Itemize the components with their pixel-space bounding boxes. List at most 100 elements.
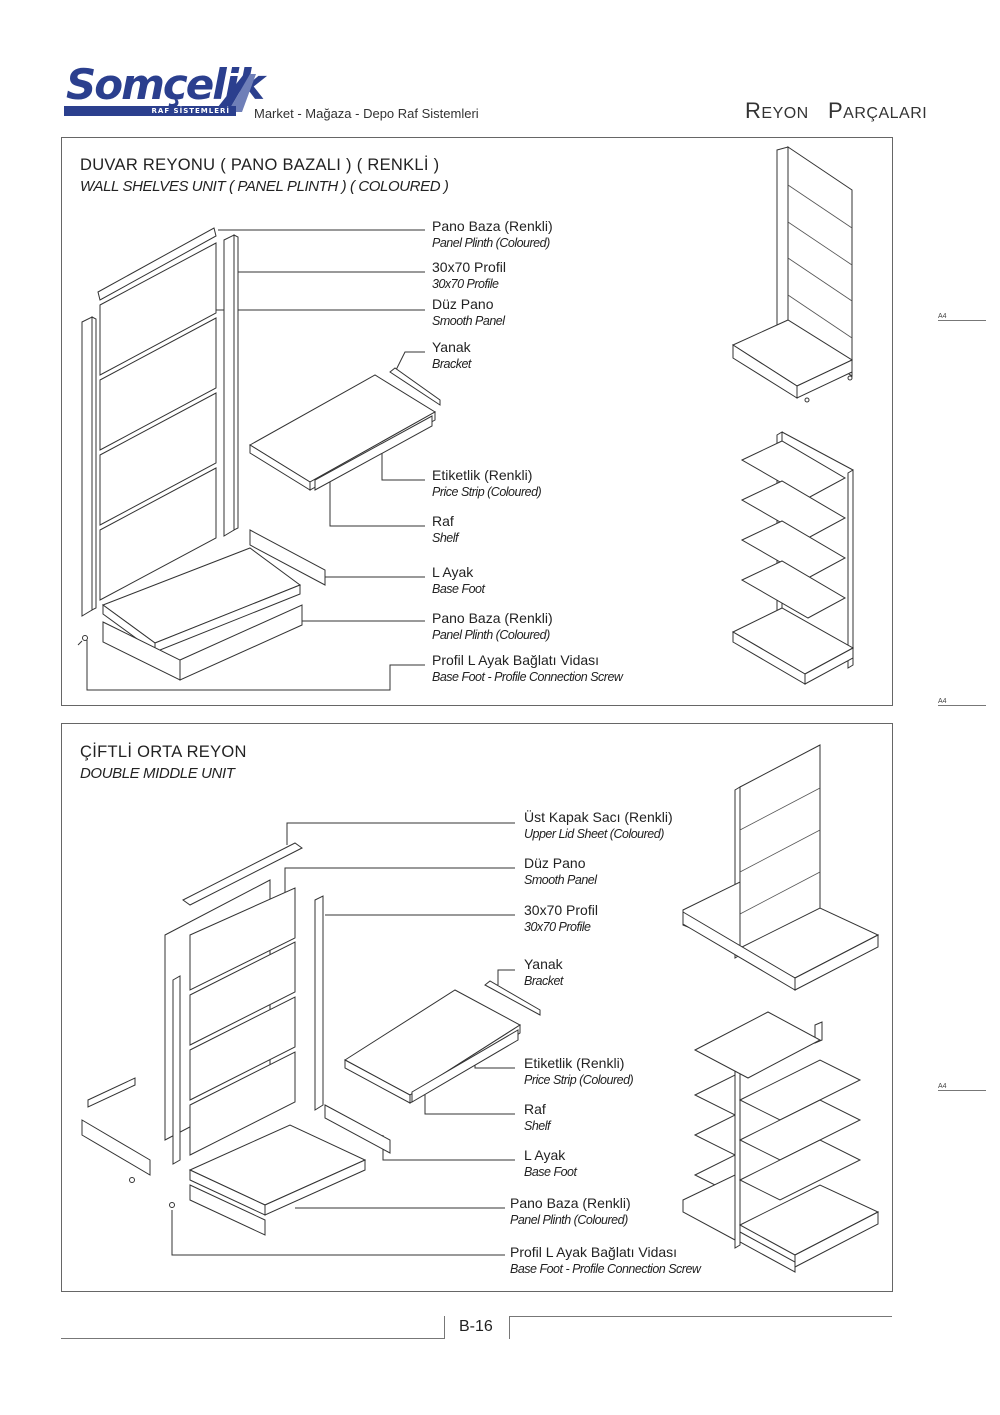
- side-tag: A4: [938, 698, 986, 706]
- upright-left: [81, 316, 97, 617]
- footer-divider-right: [509, 1316, 510, 1339]
- side-tag-label: A4: [938, 313, 947, 320]
- callout-label: L Ayak Base Foot: [432, 564, 485, 596]
- side-tag-label: A4: [938, 698, 947, 705]
- label-tr: Raf: [524, 1101, 546, 1117]
- plinth-left: [87, 1077, 136, 1108]
- label-en: 30x70 Profile: [524, 920, 591, 934]
- callout-label: Yanak Bracket: [432, 339, 471, 371]
- label-en: Upper Lid Sheet (Coloured): [524, 827, 664, 841]
- label-en: Bracket: [524, 974, 563, 988]
- label-en: Panel Plinth (Coloured): [432, 236, 550, 250]
- label-en: Base Foot - Profile Connection Screw: [432, 670, 623, 684]
- label-tr: L Ayak: [432, 564, 474, 580]
- title-rest-2: ARÇALARI: [843, 105, 928, 122]
- label-en: Base Foot: [524, 1165, 577, 1179]
- screw-icon: [129, 1177, 175, 1208]
- label-en: 30x70 Profile: [432, 277, 499, 291]
- section-2-title: ÇİFTLİ ORTA REYON: [80, 743, 247, 761]
- callout-label: Pano Baza (Renkli) Panel Plinth (Coloure…: [432, 218, 553, 250]
- shelf-exploded: [249, 374, 436, 491]
- label-tr: 30x70 Profil: [524, 902, 598, 918]
- label-en: Shelf: [432, 531, 459, 545]
- callout-label: Pano Baza (Renkli) Panel Plinth (Coloure…: [432, 610, 553, 642]
- callout-label: Yanak Bracket: [524, 956, 563, 988]
- label-en: Smooth Panel: [524, 873, 597, 887]
- label-tr: Pano Baza (Renkli): [432, 218, 553, 234]
- callout-label: Pano Baza (Renkli) Panel Plinth (Coloure…: [510, 1195, 631, 1227]
- base-foot: [249, 529, 326, 586]
- label-tr: Yanak: [432, 339, 471, 355]
- callout-label: Profil L Ayak Bağlatı Vidası Base Foot -…: [510, 1244, 701, 1276]
- smooth-panels: [99, 242, 217, 601]
- callout-label: Raf Shelf: [524, 1101, 551, 1133]
- bracket: [484, 980, 541, 1016]
- label-tr: Etiketlik (Renkli): [524, 1055, 625, 1071]
- label-en: Bracket: [432, 357, 471, 371]
- page-number: B-16: [459, 1318, 493, 1335]
- label-tr: Yanak: [524, 956, 563, 972]
- wall-unit-exploded-drawing: [77, 146, 855, 691]
- header-tagline: Market - Mağaza - Depo Raf Sistemleri: [254, 106, 479, 121]
- callout-label: Düz Pano Smooth Panel: [432, 296, 505, 328]
- label-en: Base Foot - Profile Connection Screw: [510, 1262, 701, 1276]
- base-shelf: [188, 1124, 367, 1236]
- logo-swoosh-icon: [214, 74, 256, 112]
- title-rest-1: EYON: [761, 105, 809, 122]
- label-tr: 30x70 Profil: [432, 259, 506, 275]
- bracket: [389, 367, 441, 406]
- side-tag-line: [938, 1090, 986, 1091]
- label-tr: L Ayak: [524, 1147, 566, 1163]
- label-tr: Düz Pano: [432, 296, 494, 312]
- footer-divider-left: [444, 1316, 445, 1339]
- callout-label: Profil L Ayak Bağlatı Vidası Base Foot -…: [432, 652, 623, 684]
- label-tr: Üst Kapak Sacı (Renkli): [524, 809, 673, 825]
- footer-rule-left: [61, 1338, 444, 1339]
- label-tr: Etiketlik (Renkli): [432, 467, 533, 483]
- callout-label: Düz Pano Smooth Panel: [524, 855, 597, 887]
- label-tr: Pano Baza (Renkli): [432, 610, 553, 626]
- top-strip: [97, 227, 217, 301]
- label-en: Smooth Panel: [432, 314, 505, 328]
- label-en: Panel Plinth (Coloured): [510, 1213, 628, 1227]
- base-foot-left: [81, 1119, 151, 1176]
- upright-right: [223, 234, 239, 537]
- callout-label: Etiketlik (Renkli) Price Strip (Coloured…: [524, 1055, 634, 1087]
- logo-tagline-bar: RAF SİSTEMLERİ: [64, 106, 236, 116]
- callout-label: Üst Kapak Sacı (Renkli) Upper Lid Sheet …: [524, 809, 673, 841]
- callout-label: 30x70 Profil 30x70 Profile: [432, 259, 506, 291]
- callout-label: 30x70 Profil 30x70 Profile: [524, 902, 598, 934]
- side-tag-label: A4: [938, 1083, 947, 1090]
- page-title: REYON PARÇALARI: [745, 98, 927, 124]
- label-en: Price Strip (Coloured): [524, 1073, 634, 1087]
- screw-icon: [77, 635, 88, 646]
- upright-front: [314, 895, 324, 1111]
- side-tag-line: [938, 320, 986, 321]
- shelf-exploded: [344, 989, 521, 1104]
- label-tr: Profil L Ayak Bağlatı Vidası: [510, 1244, 678, 1260]
- label-en: Shelf: [524, 1119, 551, 1133]
- label-tr: Raf: [432, 513, 454, 529]
- title-initial-1: R: [745, 98, 762, 123]
- upper-lid-sheet: [182, 842, 303, 906]
- section-1-subtitle: WALL SHELVES UNIT ( PANEL PLINTH ) ( COL…: [80, 178, 449, 195]
- assembled-double-panel-unit: [682, 744, 880, 991]
- assembled-shelf-unit: [731, 431, 855, 685]
- side-tag: A4: [938, 1083, 986, 1091]
- label-en: Panel Plinth (Coloured): [432, 628, 550, 642]
- title-initial-2: P: [827, 98, 844, 123]
- callout-label: L Ayak Base Foot: [524, 1147, 577, 1179]
- label-tr: Düz Pano: [524, 855, 586, 871]
- base-shelf: [101, 547, 303, 681]
- side-tag: A4: [938, 313, 986, 321]
- side-tag-line: [938, 705, 986, 706]
- label-en: Base Foot: [432, 582, 485, 596]
- front-panels: [189, 887, 296, 1156]
- callout-label: Etiketlik (Renkli) Price Strip (Coloured…: [432, 467, 542, 499]
- label-en: Price Strip (Coloured): [432, 485, 542, 499]
- section-2-subtitle: DOUBLE MIDDLE UNIT: [80, 765, 235, 782]
- callout-label: Raf Shelf: [432, 513, 459, 545]
- logo-subtitle: RAF SİSTEMLERİ: [151, 107, 230, 115]
- label-tr: Pano Baza (Renkli): [510, 1195, 631, 1211]
- upright-back: [172, 975, 181, 1165]
